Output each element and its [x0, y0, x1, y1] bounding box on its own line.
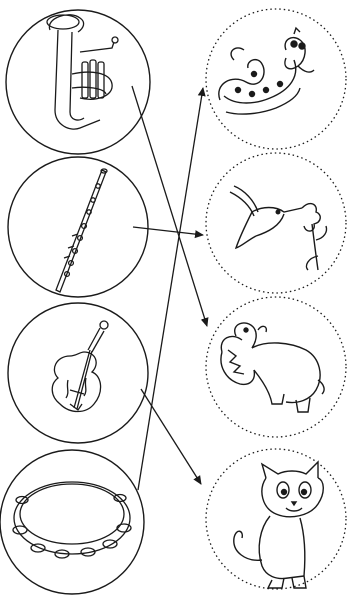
instrument-tambourine[interactable]: [0, 450, 144, 594]
animal-snake[interactable]: [206, 9, 346, 149]
animal-hippo[interactable]: [206, 297, 346, 437]
snake-icon: [219, 28, 314, 114]
violin-icon: [52, 321, 108, 412]
tuba-icon: [47, 15, 118, 129]
hummingbird-icon: [230, 186, 327, 270]
arrow-tambourine-to-snake: [138, 88, 203, 490]
hippo-icon: [221, 323, 324, 412]
instrument-tuba[interactable]: [6, 10, 150, 154]
instrument-violin[interactable]: [8, 303, 148, 443]
flute-icon: [56, 169, 107, 292]
cat-icon: [234, 462, 323, 588]
arrow-flute-to-hummingbird: [133, 227, 203, 235]
instrument-flute[interactable]: [8, 157, 148, 297]
animal-cat[interactable]: [206, 449, 346, 589]
match-arrows: [132, 86, 207, 490]
arrow-violin-to-cat: [141, 389, 201, 484]
tambourine-icon: [13, 482, 131, 558]
arrow-tuba-to-hippo: [132, 86, 207, 326]
animal-hummingbird[interactable]: [206, 153, 346, 293]
